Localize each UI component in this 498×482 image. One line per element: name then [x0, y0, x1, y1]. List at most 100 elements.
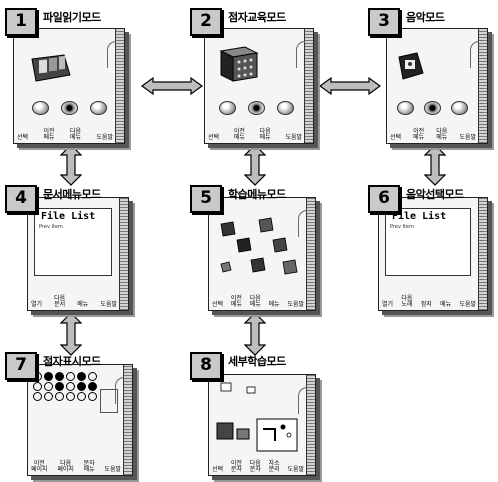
- arrow-4-7: [60, 312, 82, 356]
- softkey[interactable]: 이전 메뉴: [413, 128, 425, 141]
- mode-number-badge: 3: [368, 8, 400, 36]
- softkey[interactable]: 도움말: [287, 301, 304, 308]
- softkey-bar: 선택 이전 메뉴 다음 메뉴 도움말: [387, 127, 479, 143]
- softkey-bar: 열기 다음 노래 정지 메뉴 도움말: [379, 294, 479, 310]
- control-buttons: [32, 101, 107, 115]
- control-buttons: [219, 101, 294, 115]
- file-list-panel: File List Prev Item: [385, 208, 471, 276]
- softkey[interactable]: 선택: [212, 301, 224, 308]
- mode-number-badge: 8: [190, 352, 222, 380]
- softkey[interactable]: 이전 메뉴: [230, 295, 242, 308]
- softkey[interactable]: 선택: [390, 134, 402, 141]
- softkey[interactable]: 선택: [212, 466, 224, 473]
- softkey[interactable]: 열기: [31, 301, 43, 308]
- mode-1: 1 파일읽기모드 선택 이전 메뉴 다음 메뉴 도움말: [5, 8, 140, 153]
- device-screen: 이전 페이지 다음 페이지 문자 메뉴 도움말: [27, 364, 133, 476]
- control-button[interactable]: [61, 101, 78, 115]
- softkey[interactable]: 다음 문자: [249, 460, 261, 473]
- control-button[interactable]: [248, 101, 265, 115]
- softkey[interactable]: 이전 메뉴: [233, 128, 245, 141]
- softkey[interactable]: 도움말: [459, 134, 476, 141]
- mode-number-badge: 2: [190, 8, 222, 36]
- control-button[interactable]: [277, 101, 294, 115]
- control-button[interactable]: [397, 101, 414, 115]
- mode-6: 6 음악선택모드 File List Prev Item 열기 다음 노래 정지…: [368, 185, 496, 315]
- softkey-bar: 열기 다음 문서 메뉴 도움말: [28, 294, 120, 310]
- mode-4: 4 문서메뉴모드 File List Prev Item 열기 다음 문서 메뉴…: [5, 185, 140, 315]
- arrow-5-8: [244, 312, 266, 356]
- file-list-item[interactable]: Prev Item: [390, 224, 414, 230]
- softkey[interactable]: 선택: [17, 134, 29, 141]
- music-player-icon: [398, 52, 424, 80]
- mode-number-badge: 1: [5, 8, 37, 36]
- arrow-2-3: [318, 76, 382, 96]
- control-button[interactable]: [90, 101, 107, 115]
- softkey[interactable]: 다음 메뉴: [259, 128, 271, 141]
- softkey[interactable]: 다음 페이지: [57, 460, 74, 473]
- control-button[interactable]: [32, 101, 49, 115]
- control-button[interactable]: [424, 101, 441, 115]
- mode-5: 5 학습메뉴모드 선택 이전 메뉴 다음 메뉴 메뉴 도움말: [190, 185, 325, 315]
- softkey[interactable]: 자소 분리: [268, 460, 280, 473]
- softkey[interactable]: 선택: [208, 134, 220, 141]
- learning-menu-icons: [220, 217, 298, 275]
- softkey[interactable]: 문자 메뉴: [83, 460, 95, 473]
- softkey[interactable]: 다음 노래: [401, 295, 413, 308]
- mode-7: 7 점자표시모드 이전 페이지 다음 페이지 문자 메뉴 도움말: [5, 352, 140, 477]
- file-list-title: File List: [392, 211, 447, 222]
- softkey-bar: 선택 이전 메뉴 다음 메뉴 도움말: [205, 127, 305, 143]
- braille-cube-icon: [219, 46, 259, 82]
- control-button[interactable]: [219, 101, 236, 115]
- softkey[interactable]: 다음 문서: [54, 295, 66, 308]
- mode-title: 파일읽기모드: [43, 11, 101, 24]
- softkey-bar: 선택 이전 메뉴 다음 메뉴 메뉴 도움말: [209, 294, 307, 310]
- softkey[interactable]: 정지: [420, 301, 432, 308]
- softkey[interactable]: 이전 메뉴: [43, 128, 55, 141]
- softkey[interactable]: 도움말: [287, 466, 304, 473]
- mode-number-badge: 6: [368, 185, 400, 213]
- mode-number-badge: 5: [190, 185, 222, 213]
- device-screen: 선택 이전 메뉴 다음 메뉴 도움말: [13, 28, 125, 144]
- mode-title: 음악선택모드: [406, 188, 464, 201]
- mode-3: 3 음악모드 선택 이전 메뉴 다음 메뉴 도움말: [368, 8, 496, 153]
- softkey[interactable]: 도움말: [96, 134, 113, 141]
- detail-learning-icons: [216, 382, 298, 452]
- softkey[interactable]: 이전 페이지: [31, 460, 48, 473]
- softkey[interactable]: 도움말: [100, 301, 117, 308]
- file-list-item[interactable]: Prev Item: [39, 224, 63, 230]
- mode-title: 점자표시모드: [43, 355, 101, 368]
- softkey[interactable]: 다음 메뉴: [249, 295, 261, 308]
- softkey[interactable]: 이전 문자: [230, 460, 242, 473]
- arrow-1-4: [60, 144, 82, 186]
- device-screen: 선택 이전 메뉴 다음 메뉴 도움말: [204, 28, 314, 144]
- mode-title: 음악모드: [406, 11, 445, 24]
- control-buttons: [397, 101, 468, 115]
- mode-title: 점자교육모드: [228, 11, 286, 24]
- softkey[interactable]: 도움말: [104, 466, 121, 473]
- softkey[interactable]: 다음 메뉴: [69, 128, 81, 141]
- softkey[interactable]: 도움말: [459, 301, 476, 308]
- mode-title: 문서메뉴모드: [43, 188, 101, 201]
- mode-number-badge: 7: [5, 352, 37, 380]
- device-screen: File List Prev Item 열기 다음 노래 정지 메뉴 도움말: [378, 197, 488, 311]
- arrow-2-5: [244, 144, 266, 186]
- softkey[interactable]: 다음 메뉴: [436, 128, 448, 141]
- mode-title: 세부학습모드: [228, 355, 286, 368]
- softkey[interactable]: 메뉴: [440, 301, 452, 308]
- mode-title: 학습메뉴모드: [228, 188, 286, 201]
- file-list-panel: File List Prev Item: [34, 208, 112, 276]
- device-screen: 선택 이전 메뉴 다음 메뉴 도움말: [386, 28, 488, 144]
- control-button[interactable]: [451, 101, 468, 115]
- softkey-bar: 이전 페이지 다음 페이지 문자 메뉴 도움말: [28, 459, 124, 475]
- softkey[interactable]: 메뉴: [77, 301, 89, 308]
- arrow-1-2: [140, 76, 204, 96]
- softkey[interactable]: 열기: [382, 301, 394, 308]
- mode-2: 2 점자교육모드 선택 이전 메뉴 다음 메뉴 도움말: [190, 8, 325, 153]
- arrow-3-6: [424, 144, 446, 186]
- video-player-icon: [31, 54, 71, 82]
- softkey[interactable]: 도움말: [285, 134, 302, 141]
- device-screen: 선택 이전 문자 다음 문자 자소 분리 도움말: [208, 374, 316, 476]
- device-screen: 선택 이전 메뉴 다음 메뉴 메뉴 도움말: [208, 197, 316, 311]
- softkey[interactable]: 메뉴: [268, 301, 280, 308]
- softkey-bar: 선택 이전 메뉴 다음 메뉴 도움말: [14, 127, 116, 143]
